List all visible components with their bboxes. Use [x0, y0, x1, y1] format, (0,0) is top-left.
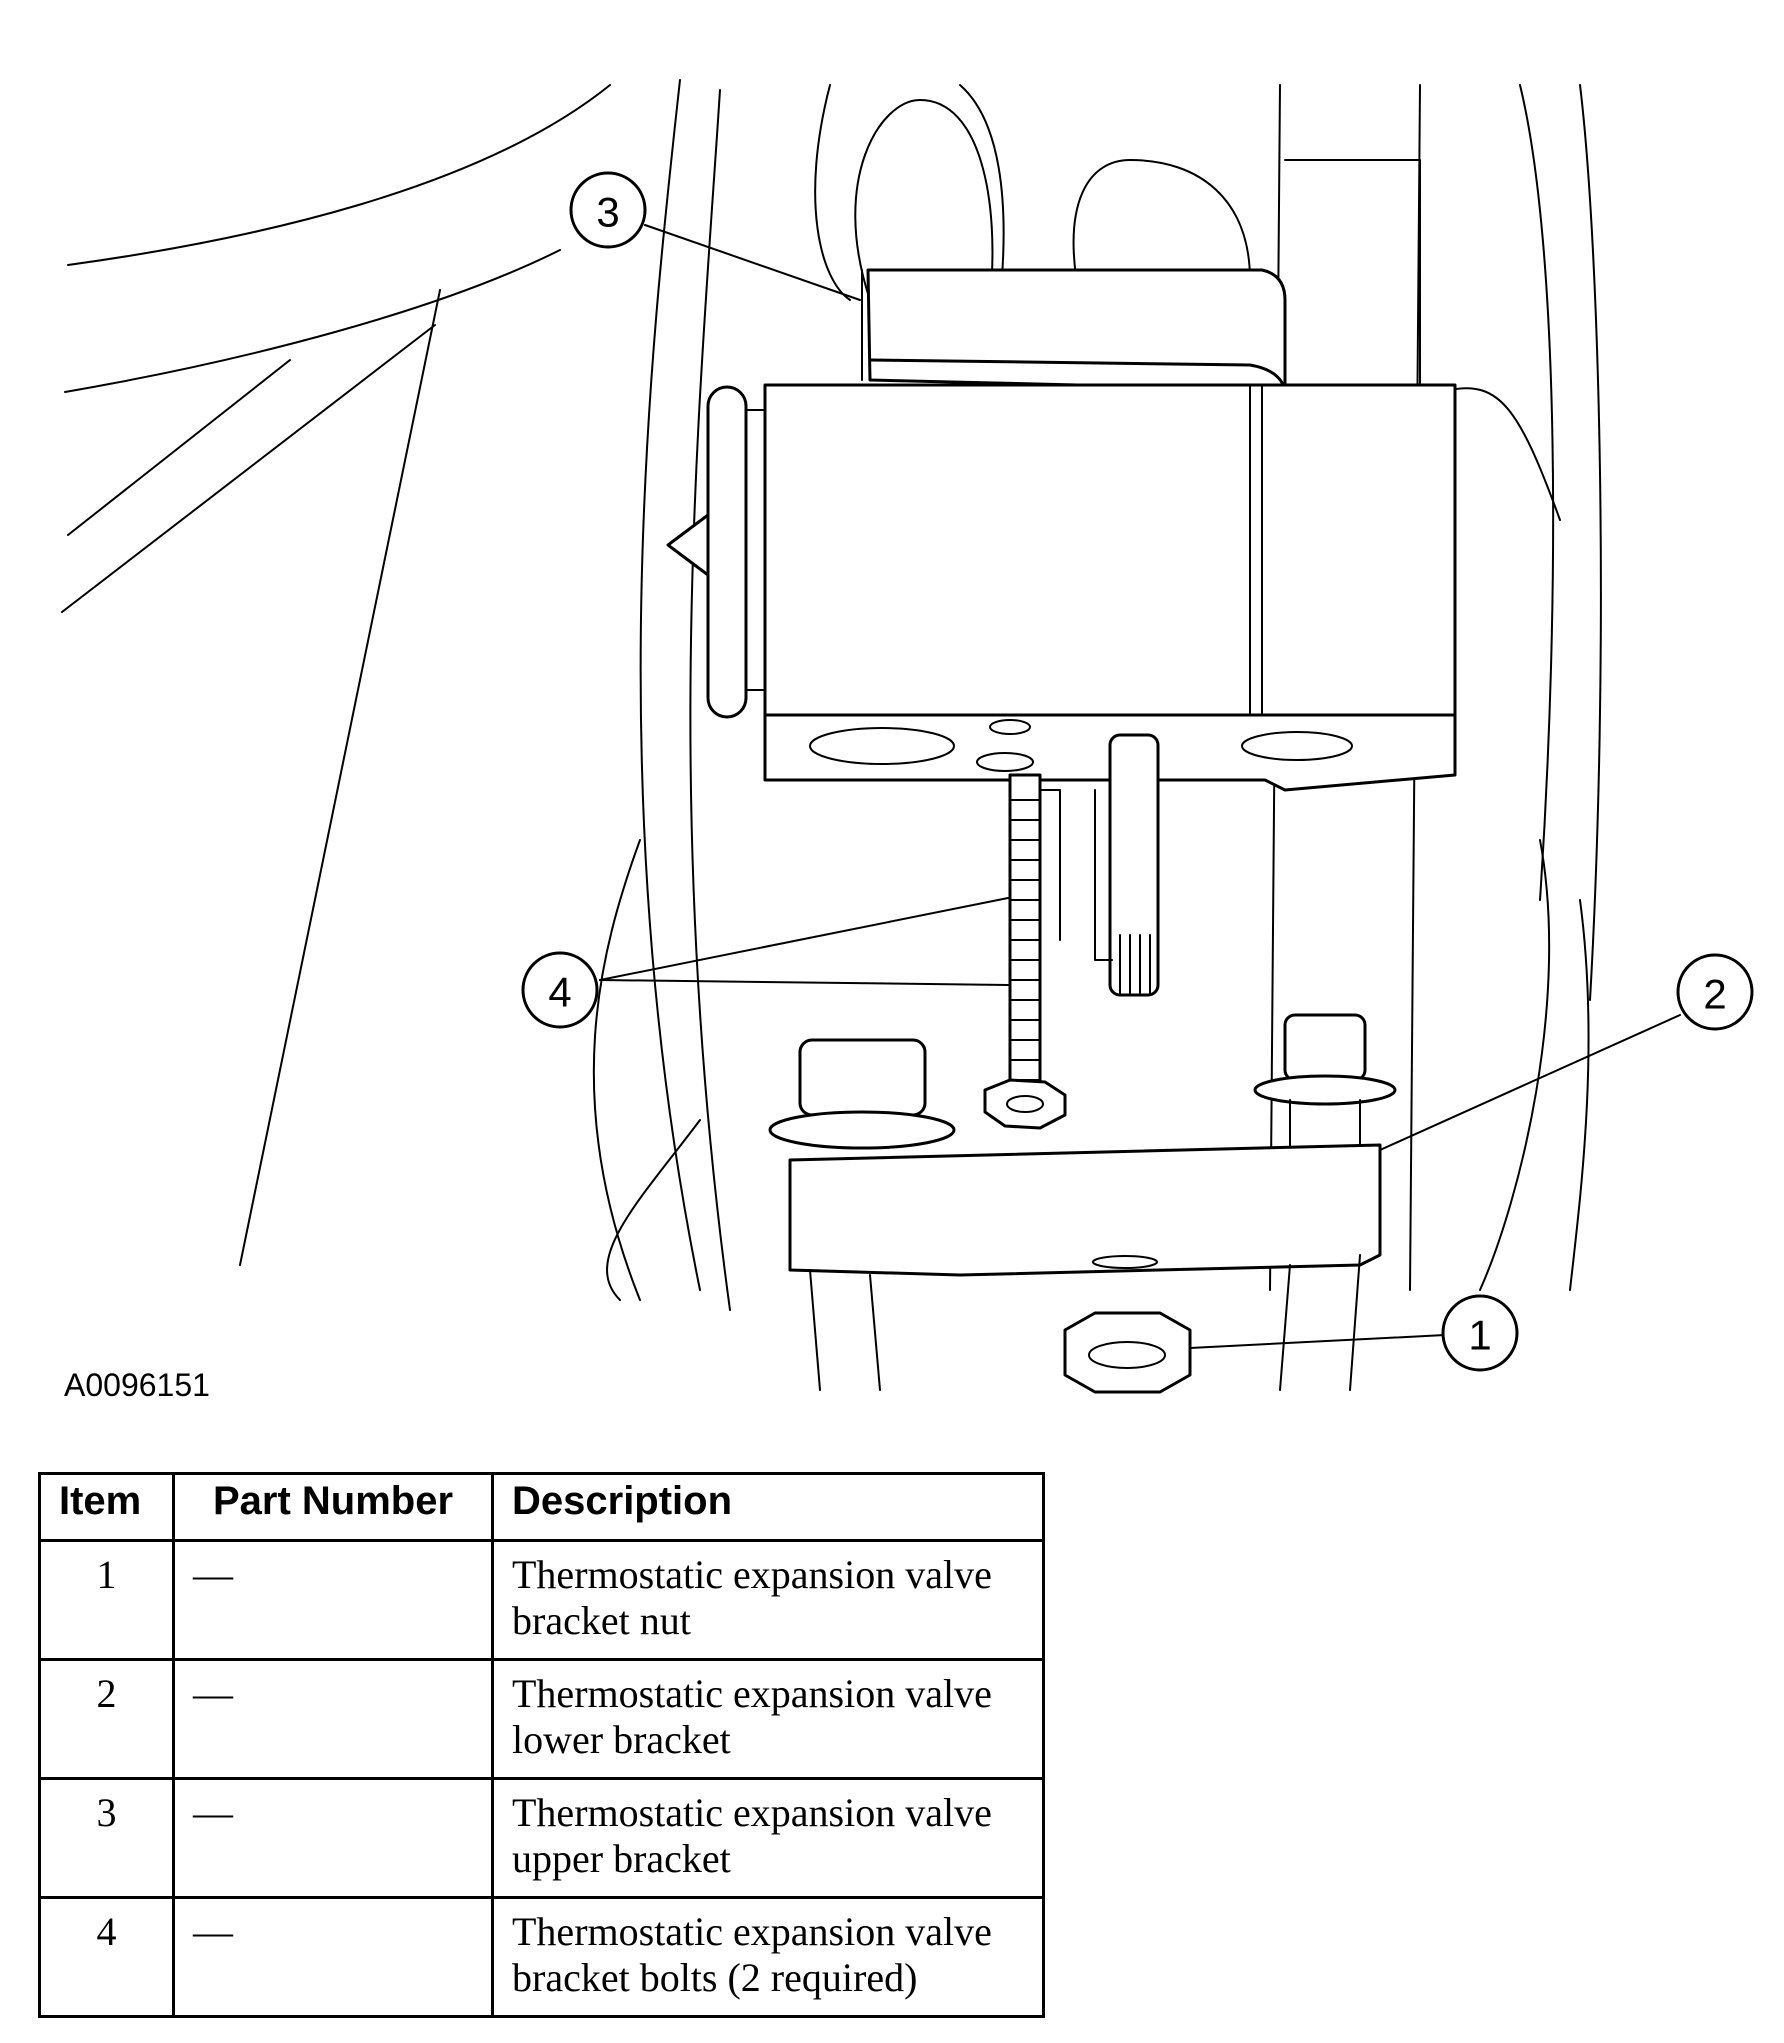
parts-table: Item Part Number Description 1 — Thermos…: [38, 1472, 1045, 2018]
bracket-bolts: [983, 733, 1160, 1130]
cell-part-number: —: [172, 1777, 494, 1899]
callout-4: 4: [521, 951, 599, 1029]
cell-description: Thermostatic expansion valve bracket nut: [491, 1539, 1045, 1661]
leader-lines: [599, 224, 1681, 1349]
cell-description: Thermostatic expansion valve lower brack…: [491, 1658, 1045, 1780]
header-description: Description: [491, 1472, 1045, 1542]
svg-text:3: 3: [596, 189, 619, 236]
lower-bracket: [768, 1013, 1397, 1391]
table-row: 2 — Thermostatic expansion valve lower b…: [38, 1658, 1045, 1780]
svg-text:2: 2: [1703, 971, 1726, 1018]
table-row: 1 — Thermostatic expansion valve bracket…: [38, 1539, 1045, 1661]
cell-description: Thermostatic expansion valve bracket bol…: [491, 1896, 1045, 2018]
header-item: Item: [38, 1472, 175, 1542]
cell-item: 4: [38, 1896, 175, 2018]
svg-text:1: 1: [1468, 1312, 1491, 1359]
cell-description: Thermostatic expansion valve upper brack…: [491, 1777, 1045, 1899]
table-header-row: Item Part Number Description: [38, 1472, 1045, 1542]
expansion-valve: [666, 383, 1457, 792]
callout-2: 2: [1676, 953, 1754, 1031]
figure-id: A0096151: [64, 1367, 210, 1403]
callout-3: 3: [569, 171, 647, 249]
header-part-number: Part Number: [172, 1472, 494, 1542]
cell-item: 1: [38, 1539, 175, 1661]
table-row: 4 — Thermostatic expansion valve bracket…: [38, 1896, 1045, 2018]
callout-1: 1: [1441, 1294, 1519, 1372]
upper-bracket: [861, 268, 1287, 392]
bracket-nut: [1063, 1311, 1192, 1394]
cell-part-number: —: [172, 1658, 494, 1780]
cell-item: 2: [38, 1658, 175, 1780]
svg-text:4: 4: [548, 969, 571, 1016]
cell-part-number: —: [172, 1896, 494, 2018]
cell-item: 3: [38, 1777, 175, 1899]
exploded-view-illustration: 3 4 2 1: [61, 79, 1754, 1394]
cell-part-number: —: [172, 1539, 494, 1661]
table-row: 3 — Thermostatic expansion valve upper b…: [38, 1777, 1045, 1899]
